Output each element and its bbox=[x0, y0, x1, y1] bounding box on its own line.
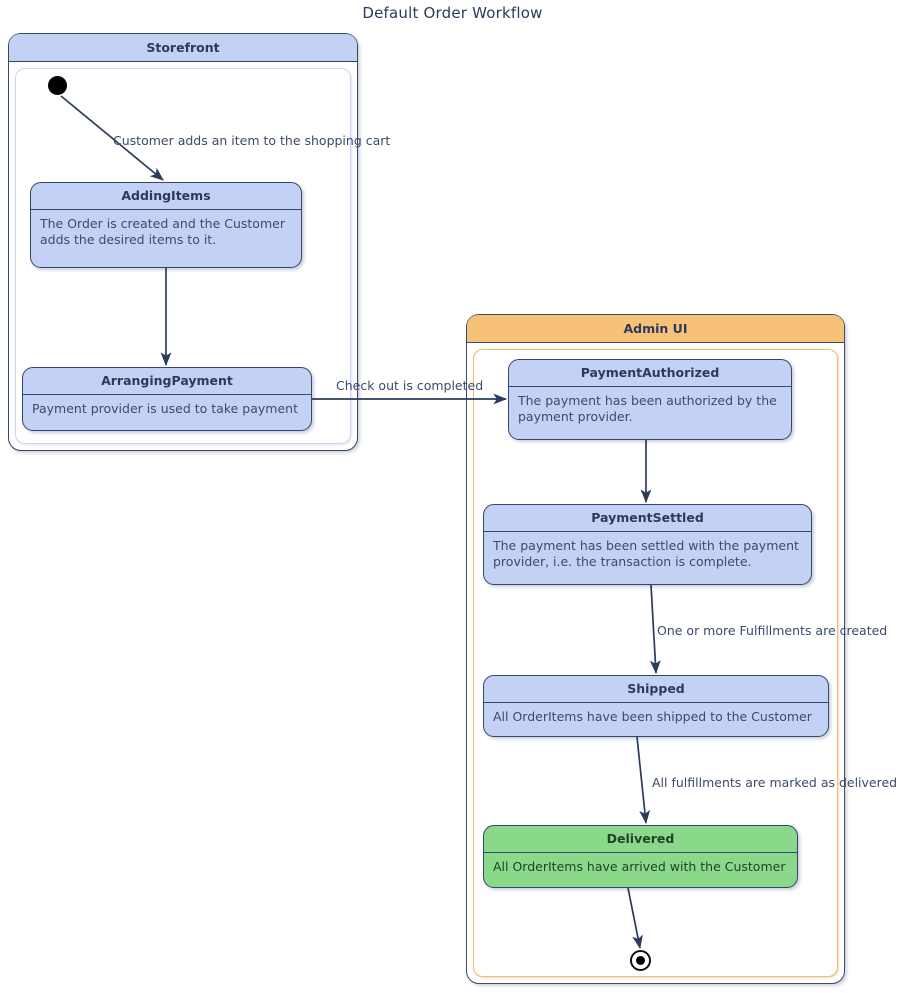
state-name-adding-items: AddingItems bbox=[31, 183, 301, 210]
state-description-shipped: All OrderItems have been shipped to the … bbox=[493, 709, 812, 724]
state-description-delivered: All OrderItems have arrived with the Cus… bbox=[493, 859, 786, 874]
state-shipped[interactable]: Shipped All OrderItems have been shipped… bbox=[483, 675, 829, 737]
state-payment-settled[interactable]: PaymentSettled The payment has been sett… bbox=[483, 504, 812, 585]
final-state-node[interactable] bbox=[630, 950, 651, 971]
state-payment-authorized[interactable]: PaymentAuthorized The payment has been a… bbox=[508, 359, 792, 440]
state-description-adding-items: The Order is created and the Customer ad… bbox=[40, 216, 285, 247]
state-name-delivered: Delivered bbox=[484, 826, 797, 853]
edge-label-check-out-completed: Check out is completed bbox=[336, 378, 484, 393]
state-name-arranging-payment: ArrangingPayment bbox=[23, 368, 311, 395]
edge-label-fulfillments-delivered: All fulfillments are marked as delivered bbox=[652, 775, 898, 790]
state-delivered[interactable]: Delivered All OrderItems have arrived wi… bbox=[483, 825, 798, 888]
edge-label-customer-adds-item: Customer adds an item to the shopping ca… bbox=[113, 133, 391, 148]
state-name-payment-settled: PaymentSettled bbox=[484, 505, 811, 532]
page-title: Default Order Workflow bbox=[362, 4, 543, 22]
composite-title-storefront: Storefront bbox=[9, 34, 357, 62]
initial-state-node[interactable] bbox=[48, 76, 67, 95]
state-adding-items[interactable]: AddingItems The Order is created and the… bbox=[30, 182, 302, 268]
state-name-shipped: Shipped bbox=[484, 676, 828, 703]
composite-title-admin-ui: Admin UI bbox=[467, 315, 844, 343]
state-name-payment-authorized: PaymentAuthorized bbox=[509, 360, 791, 387]
state-arranging-payment[interactable]: ArrangingPayment Payment provider is use… bbox=[22, 367, 312, 431]
state-description-payment-authorized: The payment has been authorized by the p… bbox=[518, 393, 777, 424]
state-description-arranging-payment: Payment provider is used to take payment bbox=[32, 401, 298, 416]
state-description-payment-settled: The payment has been settled with the pa… bbox=[493, 538, 799, 569]
edge-label-fulfillments-created: One or more Fulfillments are created bbox=[657, 623, 888, 638]
